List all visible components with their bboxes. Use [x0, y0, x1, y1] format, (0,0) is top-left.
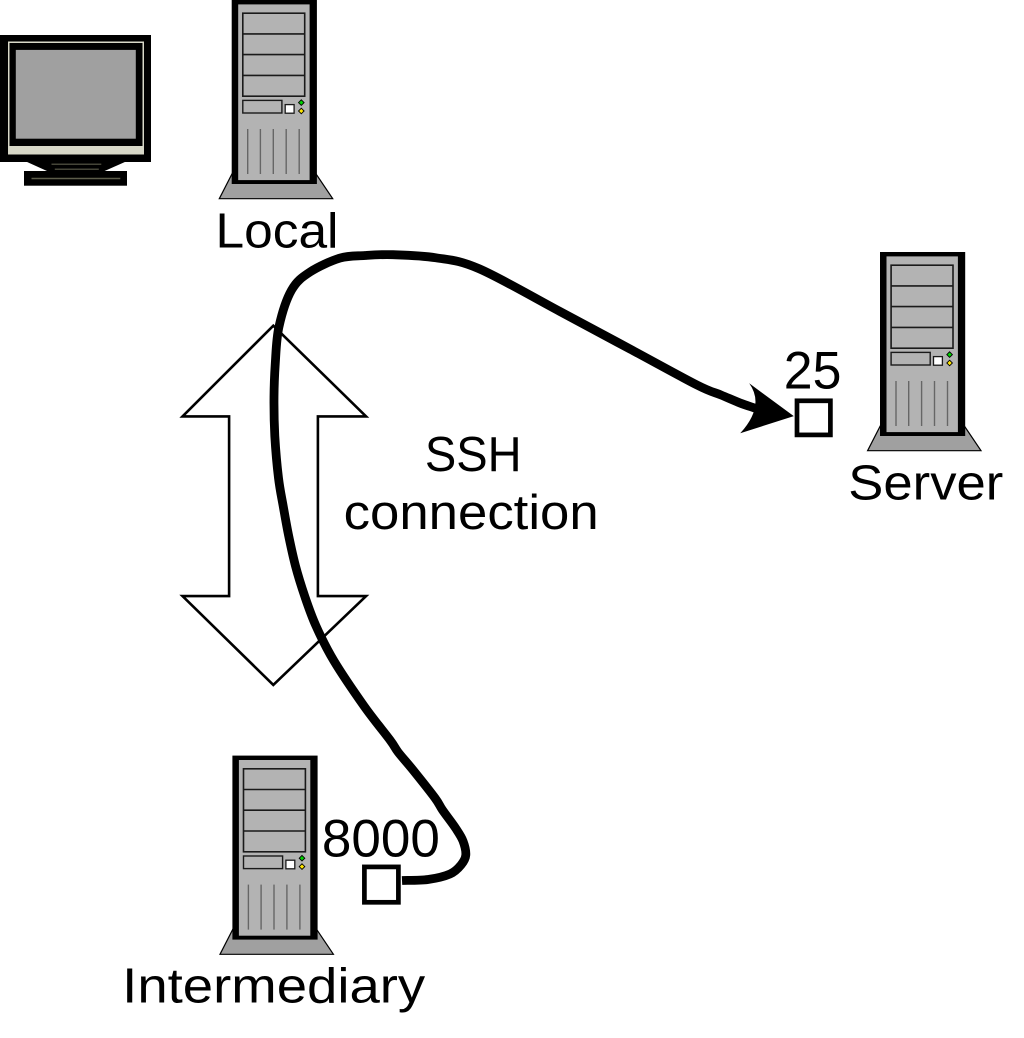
svg-text:8000: 8000 — [322, 810, 440, 869]
svg-text:Server: Server — [848, 456, 1003, 511]
svg-text:25: 25 — [784, 342, 842, 401]
svg-text:connection: connection — [344, 485, 599, 540]
svg-text:Intermediary: Intermediary — [122, 959, 425, 1014]
svg-text:Local: Local — [216, 204, 339, 259]
svg-text:SSH: SSH — [425, 427, 522, 482]
